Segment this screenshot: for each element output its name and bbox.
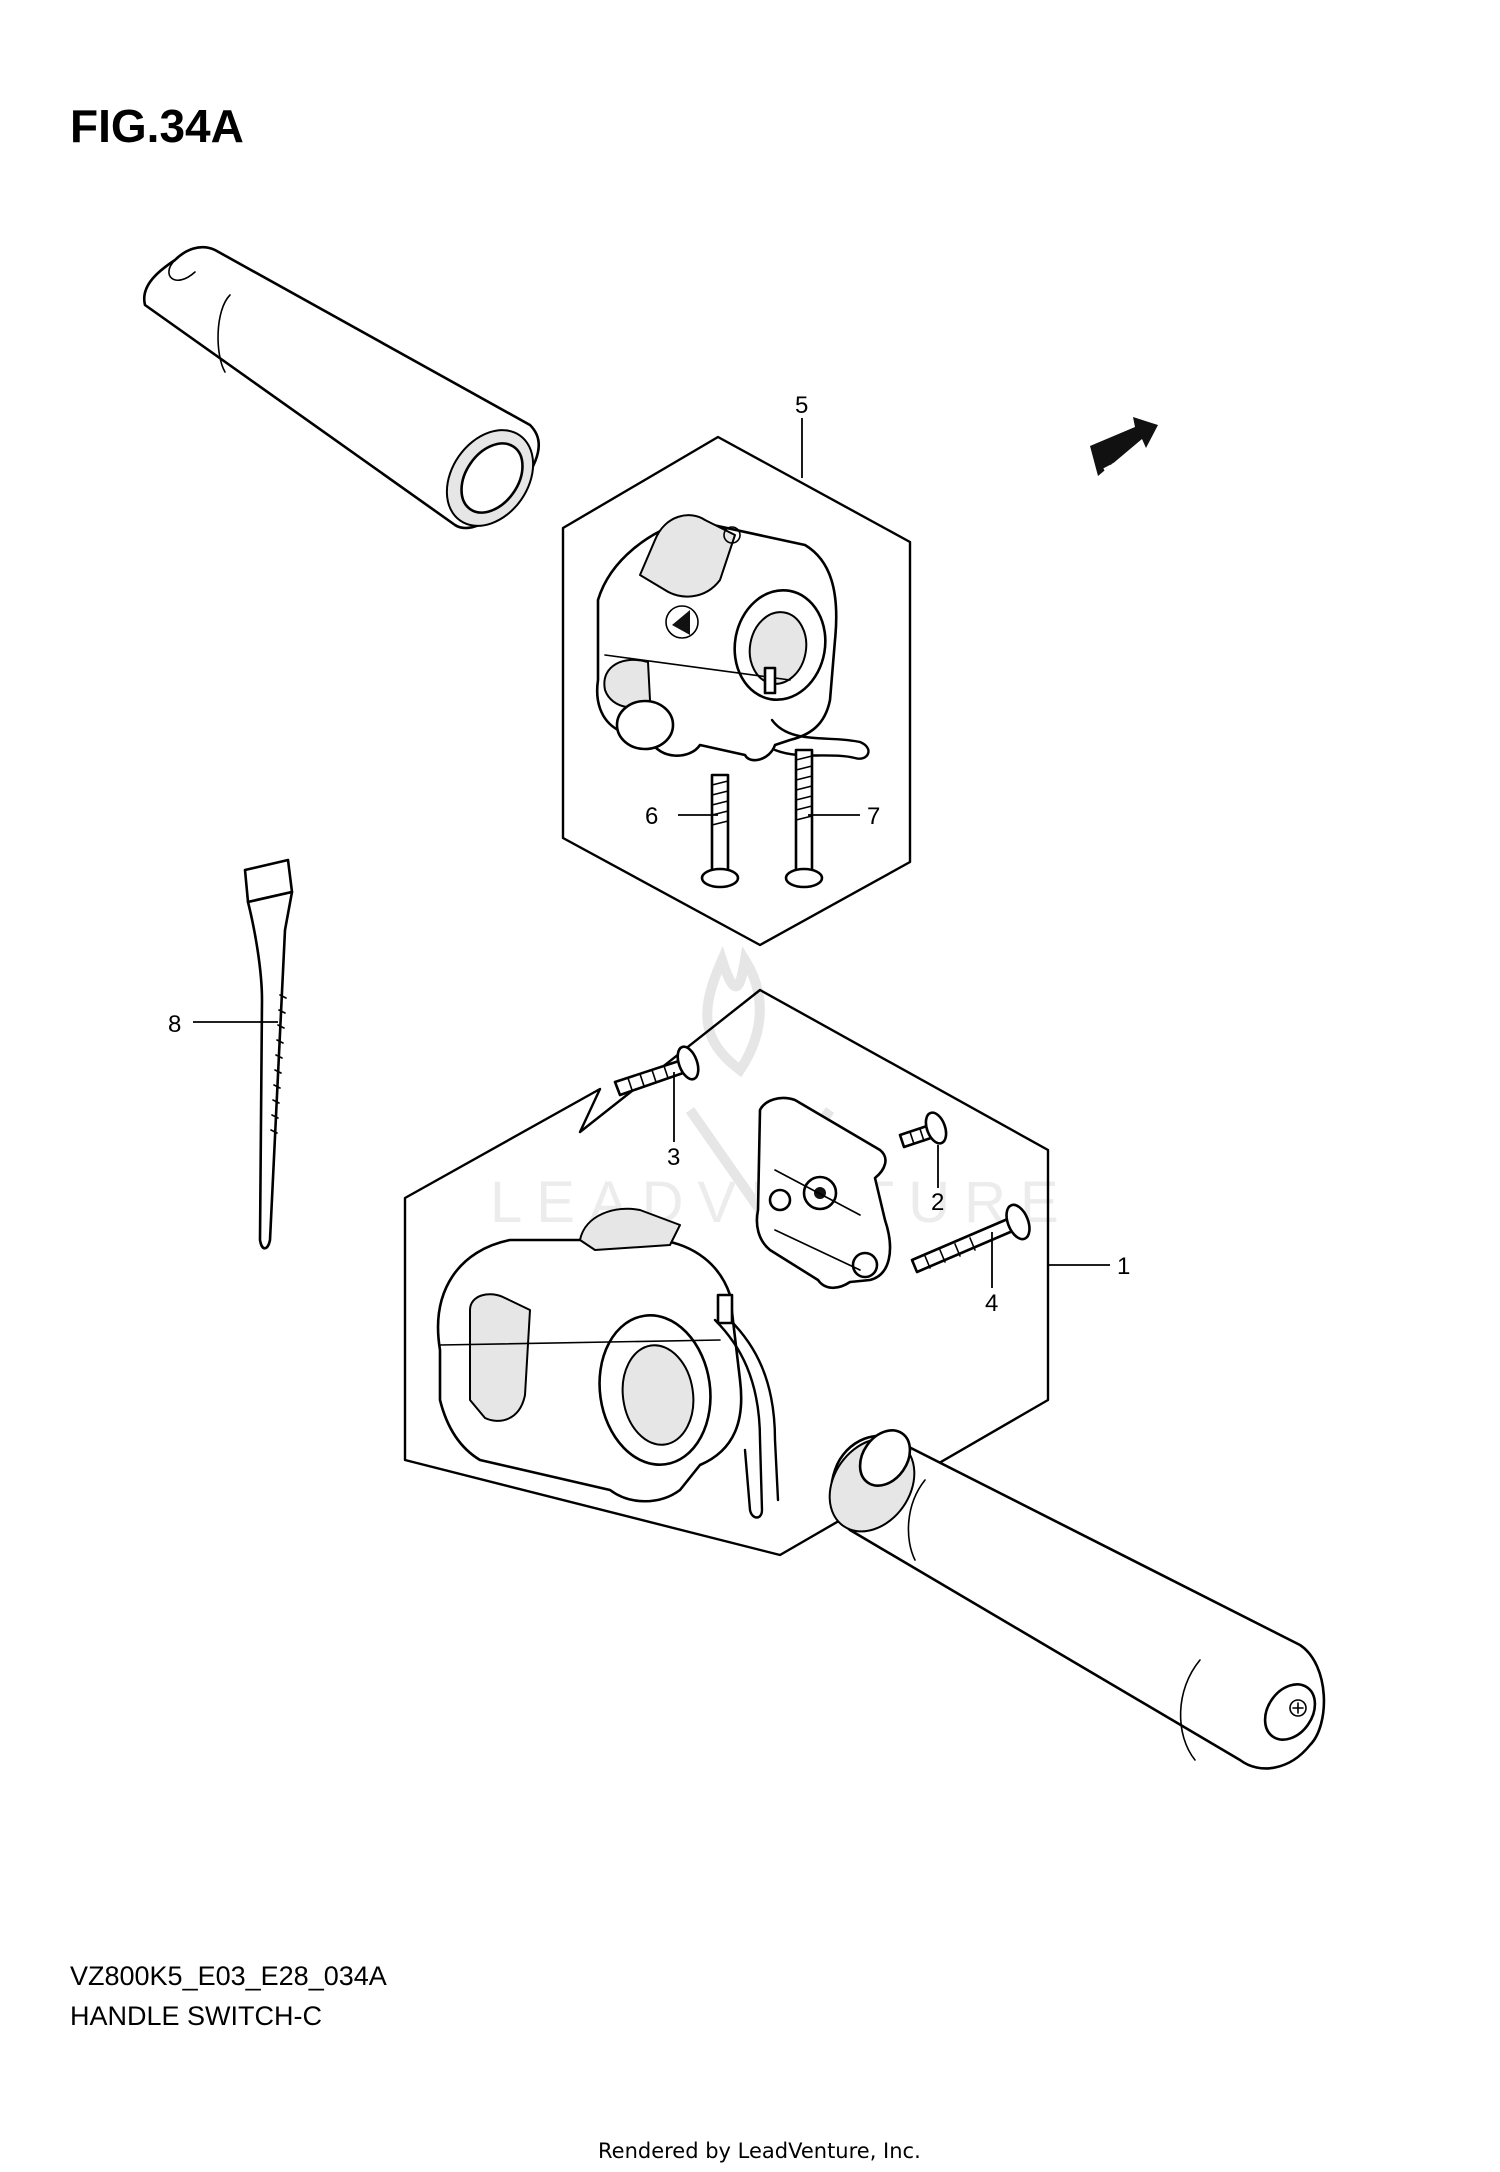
cable-tie-drawing [243, 858, 294, 1250]
callout-4: 4 [985, 1290, 998, 1317]
assembly-1-boundary [403, 988, 1050, 1557]
callout-5: 5 [795, 392, 808, 419]
screw-3-drawing [613, 1045, 700, 1097]
callout-6: 6 [645, 803, 658, 830]
callout-2: 2 [931, 1189, 944, 1216]
screw-7-drawing [784, 748, 824, 889]
screw-6-drawing [700, 773, 740, 889]
throttle-grip-drawing [828, 1429, 1326, 1770]
callout-8: 8 [168, 1011, 181, 1038]
leader-lines [193, 418, 1110, 1288]
assembly-5-boundary [561, 435, 912, 947]
screw-4-drawing [910, 1203, 1031, 1274]
section-name: HANDLE SWITCH-C [70, 2001, 322, 2031]
render-credit: Rendered by LeadVenture, Inc. [598, 2139, 921, 2163]
model-code: VZ800K5_E03_E28_034A [70, 1961, 387, 1991]
switch-clamp-drawing [755, 1096, 892, 1290]
forward-arrow-icon: FWD [1090, 417, 1158, 482]
screw-2-drawing [898, 1111, 948, 1149]
left-grip-drawing [142, 245, 540, 530]
callout-3: 3 [667, 1144, 680, 1171]
figure-title: FIG.34A [70, 100, 244, 152]
right-switch-housing-drawing [436, 1207, 780, 1519]
left-switch-housing-drawing [595, 514, 870, 762]
callout-1: 1 [1117, 1253, 1130, 1280]
callout-7: 7 [867, 803, 880, 830]
